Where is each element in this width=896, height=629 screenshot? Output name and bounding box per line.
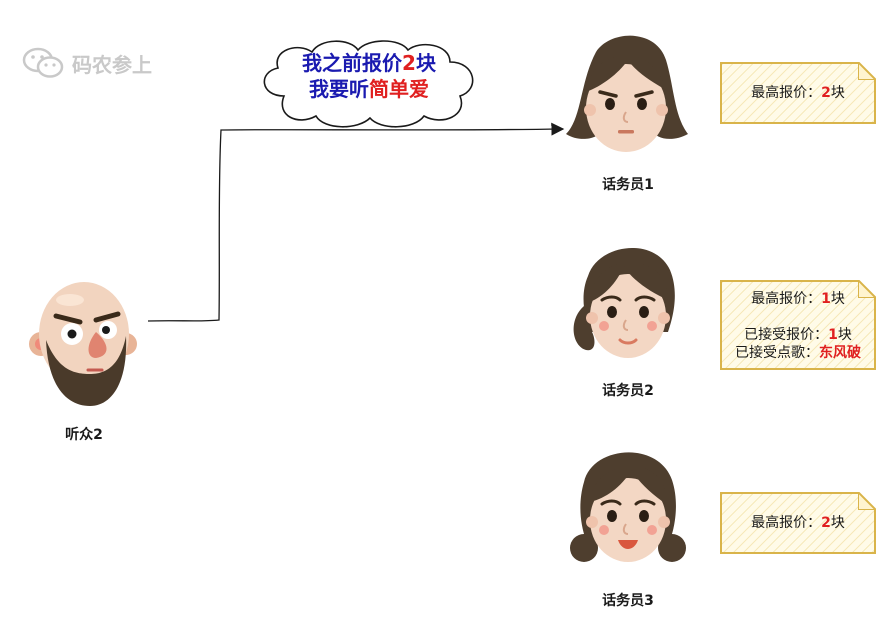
note-operator-3: 最高报价：2块	[720, 492, 876, 554]
note-operator-2: 最高报价：1块 已接受报价：1块 已接受点歌：东风破	[720, 280, 876, 370]
note-3-price: 最高报价：2块	[722, 512, 874, 534]
operator-1-avatar	[562, 30, 692, 158]
cloud-text: 我之前报价2块 我要听简单爱	[266, 50, 472, 102]
note-1-price: 最高报价：2块	[722, 82, 874, 104]
operator-1-label: 话务员1	[568, 174, 688, 194]
operator-3-label: 话务员3	[568, 590, 688, 610]
note-2-price: 最高报价：1块	[722, 288, 874, 310]
listener-avatar	[26, 278, 142, 410]
connector-arrow	[148, 129, 563, 321]
cloud-line-1: 我之前报价2块	[266, 50, 472, 76]
cloud-line-2: 我要听简单爱	[266, 76, 472, 102]
note-operator-1: 最高报价：2块	[720, 62, 876, 124]
operator-2-label: 话务员2	[568, 380, 688, 400]
note-2-accepted-song: 已接受点歌：东风破	[722, 342, 874, 364]
operator-2-avatar	[562, 236, 692, 368]
operator-3-avatar	[562, 440, 692, 572]
listener-label: 听众2	[24, 424, 144, 444]
